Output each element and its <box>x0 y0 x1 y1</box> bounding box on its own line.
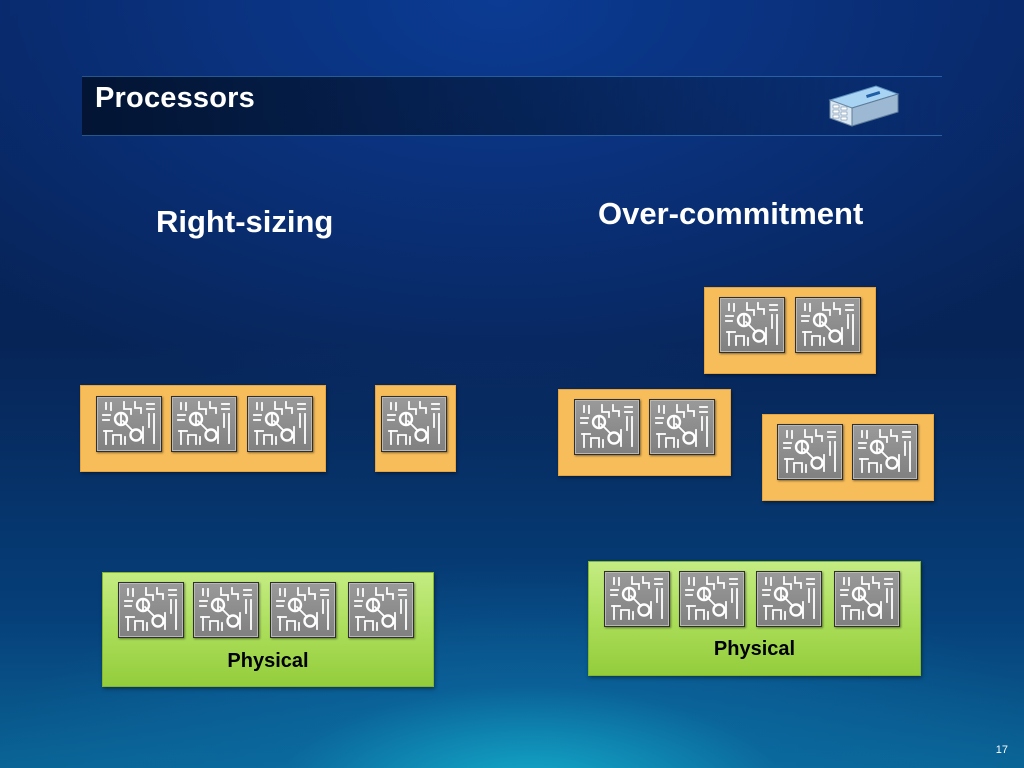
over-commitment-vm-2 <box>558 389 731 476</box>
page-number: 17 <box>995 744 1008 756</box>
processor-chip-icon <box>777 424 843 480</box>
processor-chip-icon <box>171 396 237 452</box>
over-commitment-vm-3 <box>762 414 934 501</box>
over-commitment-vm-1 <box>704 287 876 374</box>
processor-chip-icon <box>270 582 336 638</box>
processor-chip-icon <box>247 396 313 452</box>
processor-chip-icon <box>604 571 670 627</box>
processor-chip-icon <box>719 297 785 353</box>
processor-chip-icon <box>193 582 259 638</box>
over-commitment-heading: Over-commitment <box>598 196 864 231</box>
title-band <box>82 76 942 136</box>
processor-chip-icon <box>96 396 162 452</box>
processor-chip-icon <box>381 396 447 452</box>
processor-chip-icon <box>574 399 640 455</box>
processor-chip-icon <box>834 571 900 627</box>
processor-chip-icon <box>679 571 745 627</box>
processor-chip-icon <box>348 582 414 638</box>
processor-chip-icon <box>649 399 715 455</box>
slide-title: Processors <box>95 82 255 114</box>
processor-chip-icon <box>852 424 918 480</box>
processor-chip-icon <box>795 297 861 353</box>
processor-chip-icon <box>756 571 822 627</box>
right-sizing-physical-host: Physical <box>102 572 434 687</box>
right-sizing-heading: Right-sizing <box>156 204 334 239</box>
processor-chip-icon <box>118 582 184 638</box>
physical-label: Physical <box>713 638 796 660</box>
physical-label: Physical <box>227 650 309 672</box>
server-icon <box>828 85 900 127</box>
right-sizing-vm-1 <box>80 385 326 472</box>
over-commitment-physical-host: Physical <box>588 561 921 676</box>
right-sizing-vm-2 <box>375 385 456 472</box>
